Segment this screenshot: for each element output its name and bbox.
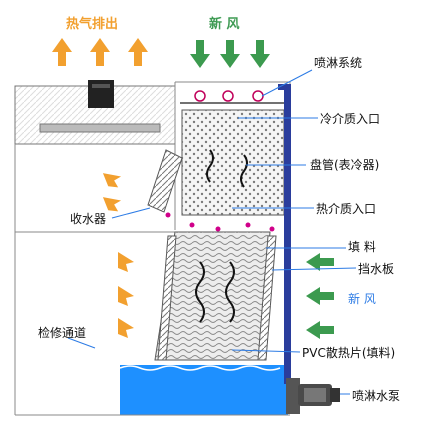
hot-air-inner-arrows — [102, 173, 134, 338]
water-collector — [147, 149, 183, 213]
coil-label: 盘管(表冷器) — [310, 158, 380, 172]
pvc-fill-label: PVC散热片(填料) — [302, 346, 396, 360]
fresh-air-arrows-top — [190, 40, 270, 68]
access-passage-label: 检修通道 — [38, 326, 87, 340]
spray-system-label: 喷淋系统 — [314, 56, 363, 70]
spray-nozzle-icon — [194, 90, 264, 102]
water-baffles — [157, 235, 277, 361]
water-baffle-label: 挡水板 — [358, 262, 395, 276]
fresh-air-arrows-side — [306, 253, 334, 339]
fill-label: 填 料 — [348, 240, 376, 254]
refrigerant-inlet-label: 冷介质入口 — [320, 112, 381, 126]
fresh-air-top-label: 新 风 — [209, 17, 240, 32]
return-pipe — [278, 84, 291, 384]
spray-pump-label: 喷淋水泵 — [352, 389, 401, 403]
hot-air-label: 热气排出 — [66, 17, 119, 32]
fill-pack — [154, 231, 271, 361]
leader-lines — [67, 69, 357, 395]
heat-medium-inlet-label: 热介质入口 — [316, 202, 377, 216]
hot-air-arrows — [52, 38, 148, 66]
spray-header — [180, 90, 288, 104]
fan-housing — [14, 80, 176, 145]
water-drops — [165, 212, 275, 232]
water-basin — [15, 365, 290, 416]
coil-block — [181, 109, 285, 216]
fresh-air-side-label: 新 风 — [348, 292, 376, 306]
water-collector-label: 收水器 — [70, 212, 107, 226]
pump-icon — [286, 378, 340, 414]
